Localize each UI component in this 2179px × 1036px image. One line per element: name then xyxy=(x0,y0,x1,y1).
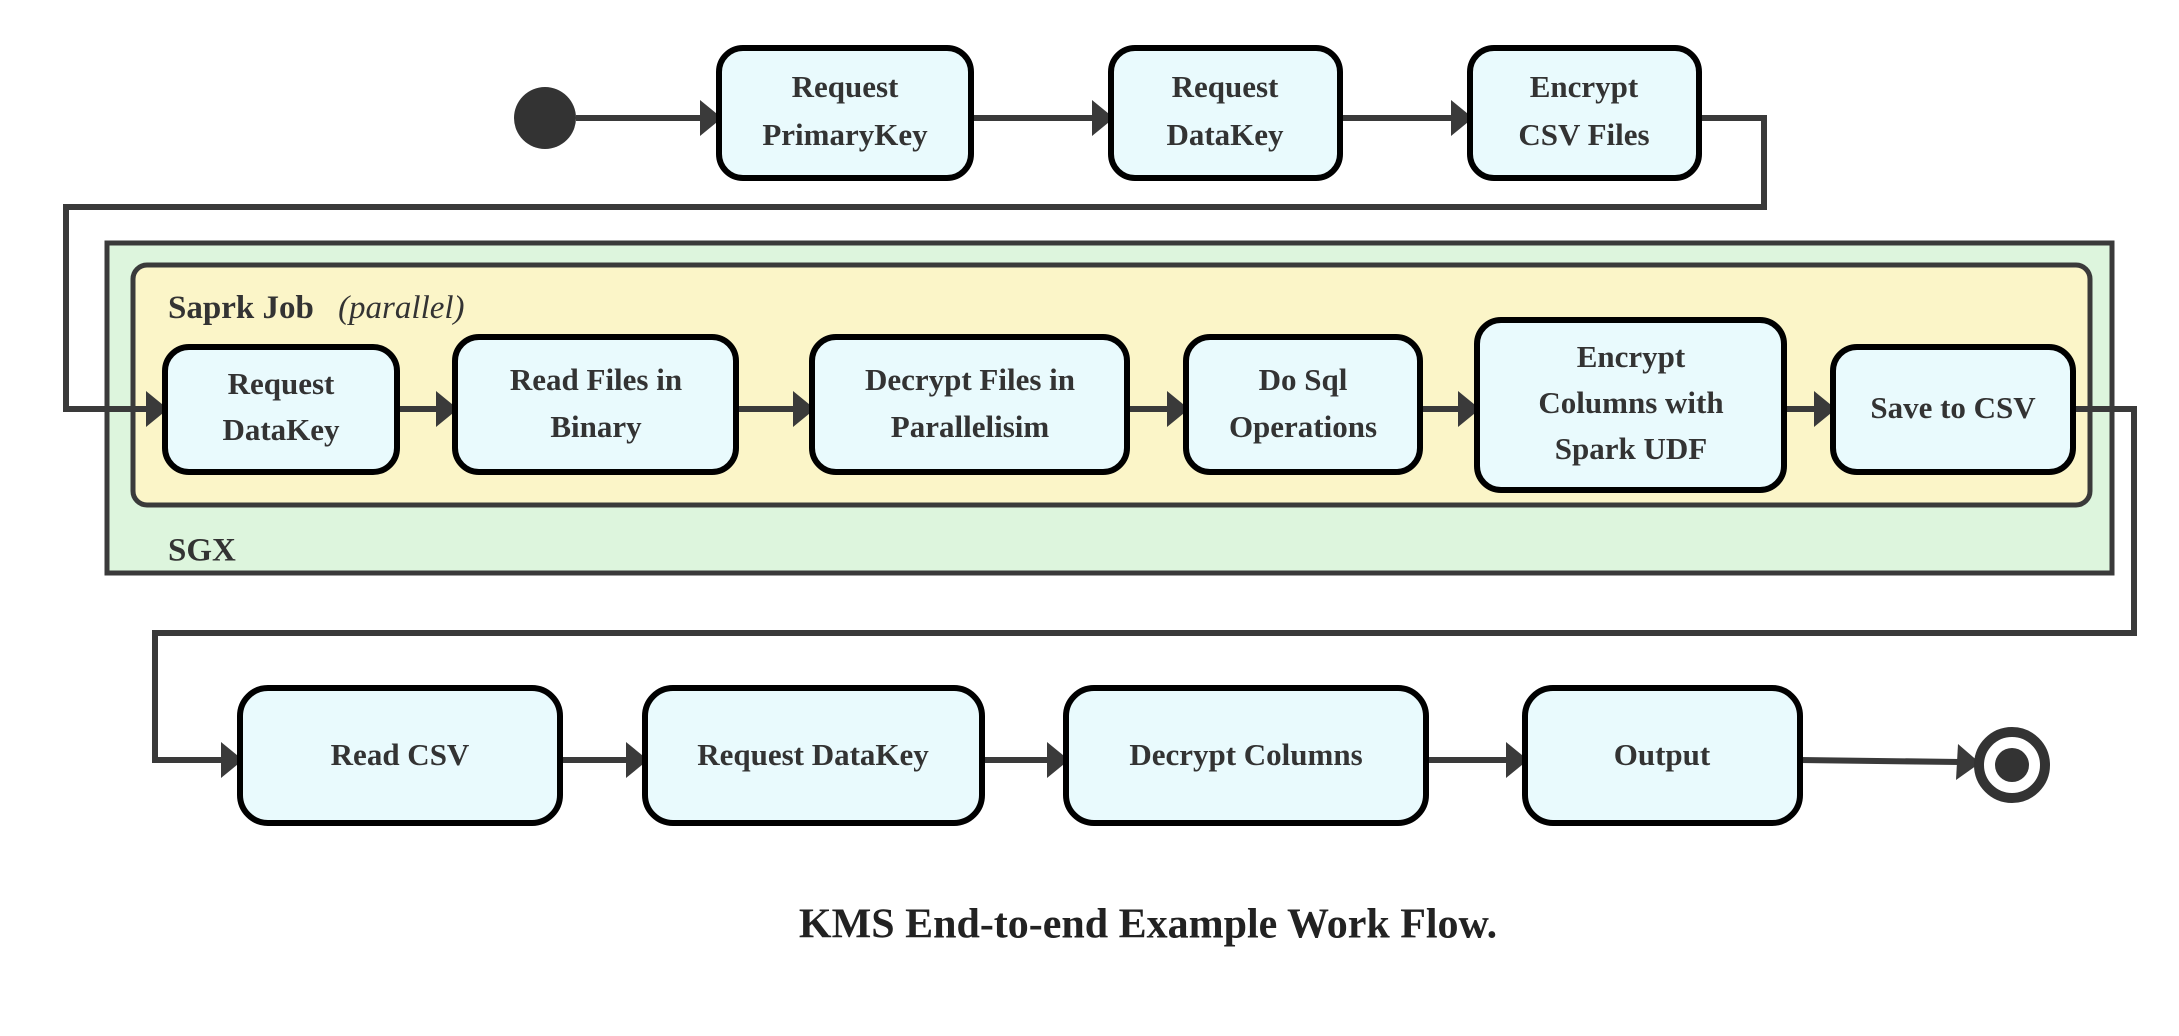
node-request-datakey-bottom-label: Request DataKey xyxy=(697,737,929,772)
arrowhead-to-request-datakey-bottom xyxy=(626,742,648,778)
node-output-box[interactable] xyxy=(1522,685,1803,826)
arrowhead-to-decrypt-files-in-parallelisim xyxy=(793,391,815,427)
diagram-caption: KMS End-to-end Example Work Flow. xyxy=(799,902,1497,948)
node-output-label: Output xyxy=(1614,737,1711,772)
node-save-to-csv-box[interactable] xyxy=(1830,344,2076,475)
node-read-files-in-binary-label: Read Files in xyxy=(510,362,682,397)
arrowhead-to-read-files-in-binary xyxy=(436,391,458,427)
node-do-sql-operations[interactable]: Do Sql Operations xyxy=(1183,334,1423,475)
node-save-to-csv[interactable]: Save to CSV xyxy=(1830,344,2076,475)
node-encrypt-columns-with-spark-udf-label-2: Columns with xyxy=(1538,385,1723,420)
spark-job-group-label: Saprk Job (parallel) xyxy=(168,290,465,326)
spark-job-label-bold: Saprk Job xyxy=(168,290,314,326)
node-read-csv[interactable]: Read CSV xyxy=(237,685,563,826)
final-node-dot xyxy=(1995,748,2029,782)
node-request-datakey-top-box[interactable] xyxy=(1108,45,1343,181)
arrowhead-to-encrypt-columns-with-spark-udf xyxy=(1458,391,1480,427)
node-do-sql-operations-label: Do Sql xyxy=(1259,362,1348,397)
node-encrypt-columns-with-spark-udf-box[interactable] xyxy=(1474,317,1787,493)
node-request-primarykey-label: Request xyxy=(792,69,899,104)
node-read-csv-label: Read CSV xyxy=(331,737,470,772)
edges-layer xyxy=(63,100,2137,780)
node-request-datakey-spark-box[interactable] xyxy=(162,344,400,475)
node-save-to-csv-label: Save to CSV xyxy=(1870,390,2036,425)
arrowhead-to-output xyxy=(1506,742,1528,778)
arrowhead-to-request-primarykey xyxy=(700,100,722,136)
node-encrypt-csv-files[interactable]: Encrypt CSV Files xyxy=(1467,45,1702,181)
node-read-files-in-binary-label-2: Binary xyxy=(550,409,642,444)
node-decrypt-files-in-parallelisim-box[interactable] xyxy=(809,334,1130,475)
arrowhead-to-request-datakey-top xyxy=(1092,100,1114,136)
edge-output-to-final-node xyxy=(1799,757,1961,765)
node-do-sql-operations-box[interactable] xyxy=(1183,334,1423,475)
node-request-primarykey-box[interactable] xyxy=(716,45,974,181)
node-encrypt-csv-files-label-2: CSV Files xyxy=(1518,117,1649,152)
node-request-datakey-spark-label: Request xyxy=(228,366,335,401)
arrowhead-to-save-to-csv xyxy=(1814,391,1836,427)
node-request-primarykey[interactable]: Request PrimaryKey xyxy=(716,45,974,181)
node-do-sql-operations-label-2: Operations xyxy=(1229,409,1377,444)
bottom-row-nodes: Read CSV Request DataKey Decrypt Columns… xyxy=(237,685,1803,826)
node-decrypt-files-in-parallelisim-label-2: Parallelisim xyxy=(891,409,1050,444)
node-encrypt-columns-with-spark-udf-label-3: Spark UDF xyxy=(1555,431,1707,466)
final-node xyxy=(1974,727,2050,803)
node-encrypt-columns-with-spark-udf[interactable]: Encrypt Columns with Spark UDF xyxy=(1474,317,1787,493)
node-decrypt-columns[interactable]: Decrypt Columns xyxy=(1063,685,1429,826)
top-row-nodes: Request PrimaryKey Request DataKey Encry… xyxy=(716,45,1702,181)
initial-node xyxy=(514,87,576,149)
node-request-datakey-top[interactable]: Request DataKey xyxy=(1108,45,1343,181)
node-encrypt-csv-files-box[interactable] xyxy=(1467,45,1702,181)
arrowhead-to-decrypt-columns xyxy=(1047,742,1069,778)
edge-encrypt-csv-to-spark-datakey xyxy=(63,115,1767,412)
arrowhead-to-read-csv xyxy=(221,742,243,778)
arrowhead-to-request-datakey-spark xyxy=(146,391,168,427)
node-decrypt-columns-label: Decrypt Columns xyxy=(1129,737,1362,772)
arrowhead-to-do-sql-operations xyxy=(1167,391,1189,427)
node-request-primarykey-label-2: PrimaryKey xyxy=(762,117,928,152)
node-read-csv-box[interactable] xyxy=(237,685,563,826)
node-decrypt-files-in-parallelisim[interactable]: Decrypt Files in Parallelisim xyxy=(809,334,1130,475)
node-decrypt-files-in-parallelisim-label: Decrypt Files in xyxy=(865,362,1075,397)
node-output[interactable]: Output xyxy=(1522,685,1803,826)
node-decrypt-columns-box[interactable] xyxy=(1063,685,1429,826)
node-request-datakey-top-label: Request xyxy=(1172,69,1279,104)
node-encrypt-csv-files-label: Encrypt xyxy=(1530,69,1639,104)
sgx-group-label: SGX xyxy=(168,533,236,569)
arrowhead-to-encrypt-csv-files xyxy=(1451,100,1473,136)
node-request-datakey-spark[interactable]: Request DataKey xyxy=(162,344,400,475)
node-encrypt-columns-with-spark-udf-label: Encrypt xyxy=(1577,339,1686,374)
node-request-datakey-bottom-box[interactable] xyxy=(642,685,985,826)
node-read-files-in-binary[interactable]: Read Files in Binary xyxy=(452,334,739,475)
spark-job-label-parallel: (parallel) xyxy=(338,290,464,326)
edge-save-to-csv-to-read-csv xyxy=(152,406,2137,763)
node-request-datakey-top-label-2: DataKey xyxy=(1166,117,1284,152)
spark-row-nodes: Request DataKey Read Files in Binary Dec… xyxy=(162,317,2076,493)
arrowhead-to-final-node xyxy=(1956,744,1980,780)
node-request-datakey-bottom[interactable]: Request DataKey xyxy=(642,685,985,826)
node-request-datakey-spark-label-2: DataKey xyxy=(222,412,340,447)
node-read-files-in-binary-box[interactable] xyxy=(452,334,739,475)
